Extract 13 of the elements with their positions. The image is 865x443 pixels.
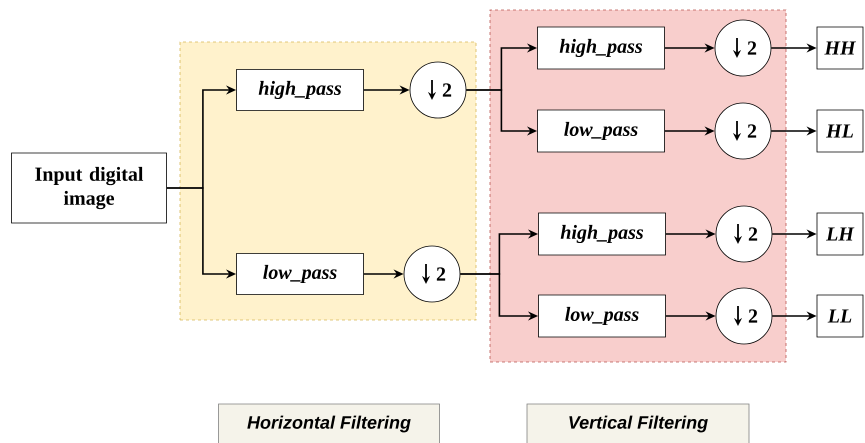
filter-box: low_pass	[538, 294, 666, 338]
caption-box: Vertical Filtering	[526, 404, 750, 443]
filter-box: high_pass	[538, 212, 666, 256]
filter-box: high_pass	[236, 69, 364, 111]
filter-box: low_pass	[236, 253, 364, 295]
output-box: LL	[816, 294, 864, 338]
filter-box: low_pass	[537, 110, 665, 152]
output-box: LH	[816, 212, 864, 256]
filter-box: high_pass	[537, 26, 665, 70]
output-box: HH	[816, 26, 864, 70]
output-box: HL	[816, 110, 864, 152]
input-box: Input digital image	[11, 152, 167, 224]
caption-box: Horizontal Filtering	[218, 404, 440, 443]
